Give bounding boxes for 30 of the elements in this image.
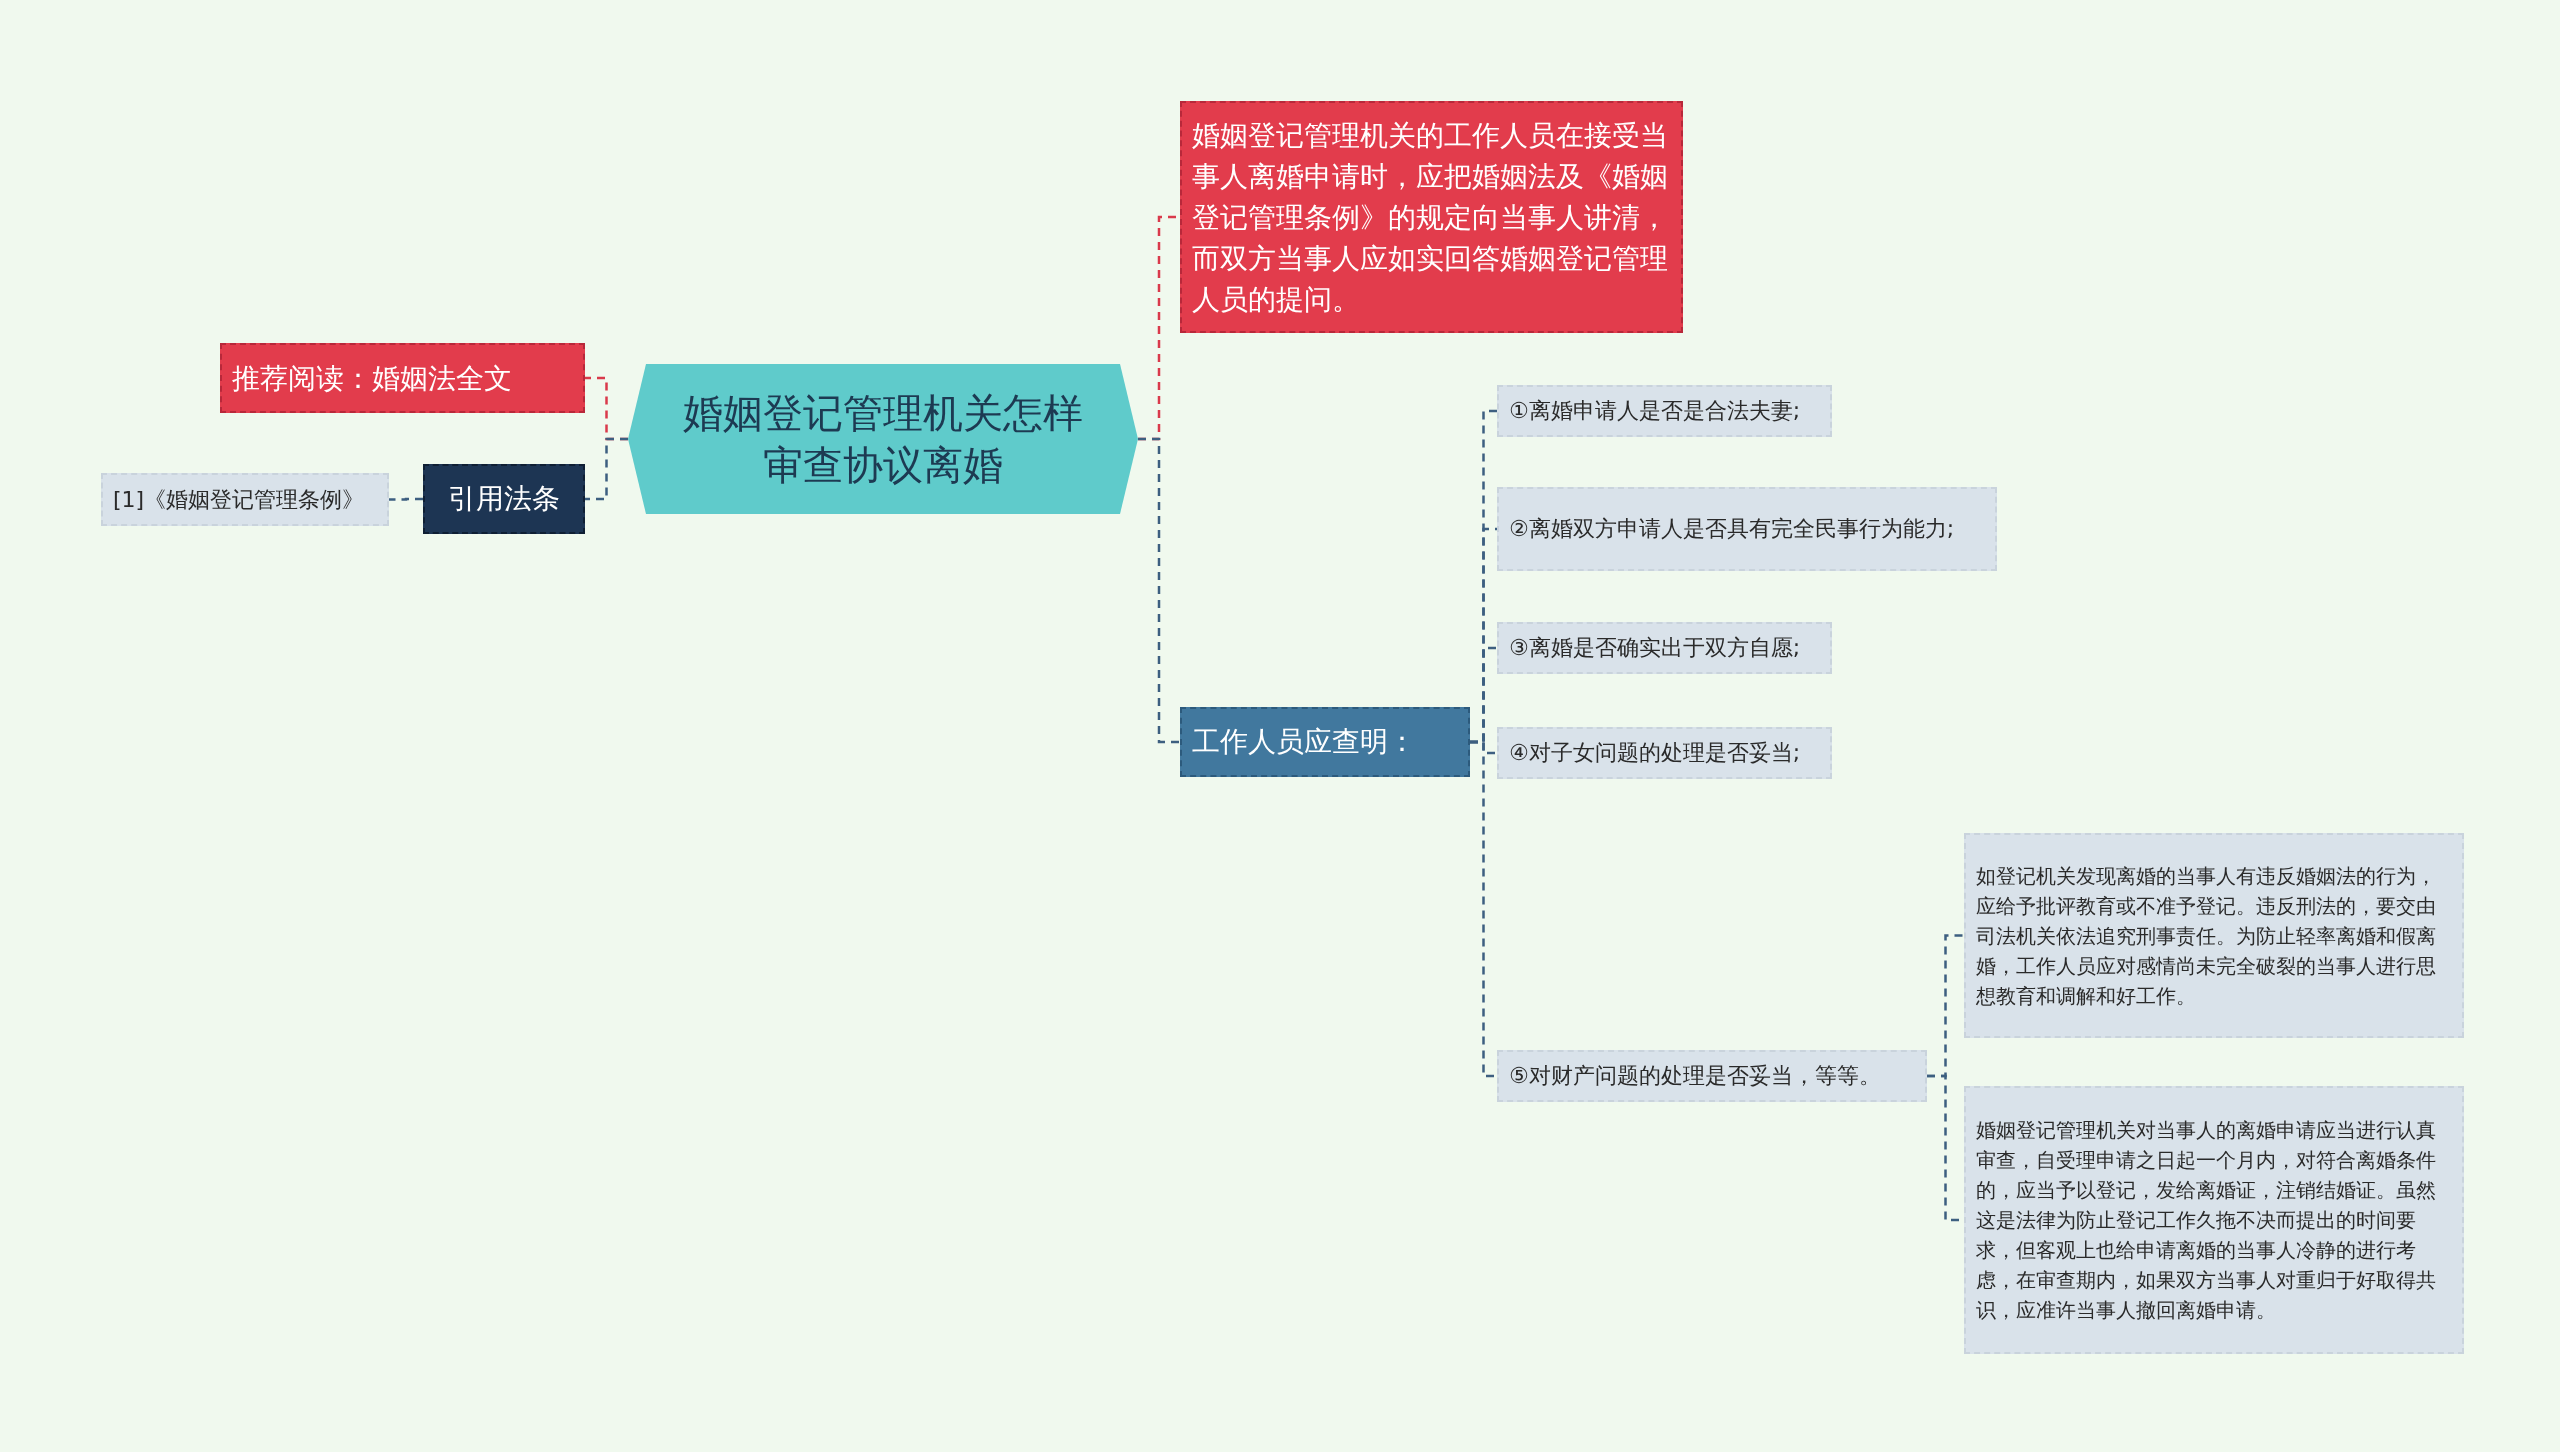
- subtopic-box: [1497, 385, 1832, 437]
- node-text: 婚姻登记管理机关的工作人员在接受当事人离婚申请时，应把婚姻法及《婚姻登记管理条例》的规定向当事人讲清，而双方当事人应如实回答婚姻登记管理人员的提问。: [1192, 117, 1669, 318]
- node-text: 婚姻登记管理机关对当事人的离婚申请应当进行认真审查，自受理申请之日起一个月内，对符合离婚条件的，应当予以登记，发给离婚证，注销结婚证。虽然这是法律为防止登记工作久拖不决而提出的时间要求，但客观上也给申请离婚的当事人冷静的进行考虑，在审查期内，如果双方当事人对重归于好取得共识，应准许当事人撤回离婚申请。: [1976, 1117, 2437, 1324]
- node-text: ③离婚是否确实出于双方自愿;: [1509, 634, 1801, 662]
- topic-box: [220, 343, 585, 413]
- node-text: ⑤对财产问题的处理是否妥当，等等。: [1509, 1062, 1881, 1090]
- subtopic-box: [1497, 1050, 1927, 1102]
- node-text: 婚姻登记管理机关怎样审查协议离婚: [682, 389, 1084, 490]
- note-box: [1964, 1086, 2464, 1354]
- subtopic-box: [101, 473, 389, 526]
- subtopic-box: [1497, 727, 1832, 779]
- topic-box: [423, 464, 585, 534]
- node-text: ①离婚申请人是否是合法夫妻;: [1509, 397, 1801, 425]
- connector-line: [1470, 740, 1497, 1078]
- connector-line: [389, 497, 423, 501]
- topic-hexagon: [628, 364, 1138, 514]
- topic-box: [1180, 101, 1683, 333]
- node-text: ②离婚双方申请人是否具有完全民事行为能力;: [1509, 515, 1955, 543]
- subtopic-box: [1497, 622, 1832, 674]
- node-text: 如登记机关发现离婚的当事人有违反婚姻法的行为，应给予批评教育或不准予登记。违反刑法的，要交由司法机关依法追究刑事责任。为防止轻率离婚和假离婚，工作人员应对感情尚未完全破裂的当事人进行思想教育和调解和好工作。: [1976, 862, 2437, 1010]
- node-text: 工作人员应查明：: [1192, 724, 1416, 760]
- connector-line: [585, 437, 628, 501]
- node-text: [1]《婚姻登记管理条例》: [113, 485, 365, 514]
- topic-box: [1180, 707, 1470, 777]
- subtopic-box: [1497, 487, 1997, 571]
- node-text: 引用法条: [448, 481, 560, 517]
- note-box: [1964, 833, 2464, 1038]
- node-text: ④对子女问题的处理是否妥当;: [1509, 739, 1801, 767]
- node-text: 推荐阅读：婚姻法全文: [232, 360, 512, 397]
- connector-line: [1138, 437, 1180, 744]
